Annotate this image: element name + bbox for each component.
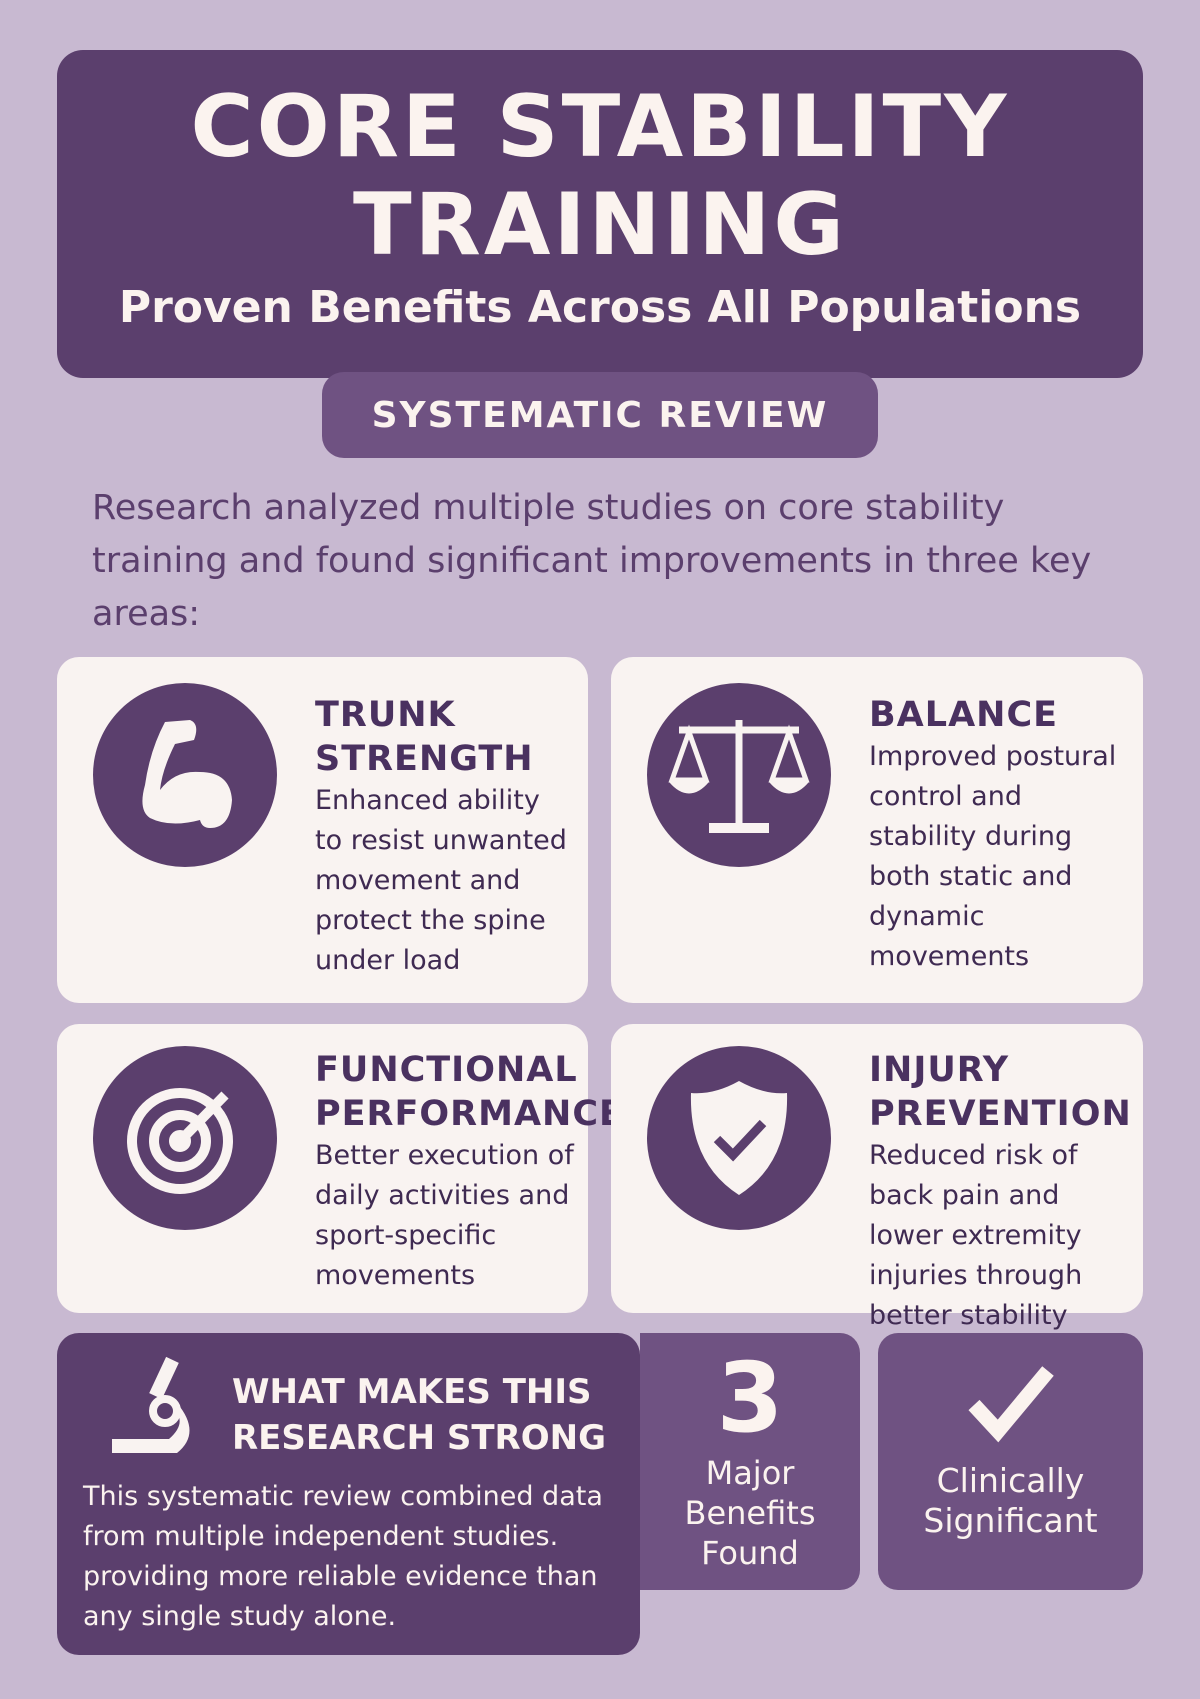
card-functional-performance: FUNCTIONAL PERFORMANCE Better execution … [57,1024,624,1313]
stat-label: Major Benefits Found [684,1454,816,1572]
title-line-1: CORE STABILITY [190,77,1010,177]
subtitle: Proven Benefits Across All Populations [118,282,1082,333]
card-description: Enhanced ability to resist unwanted move… [315,785,567,976]
header-banner: CORE STABILITY TRAINING Proven Benefits … [57,50,1143,378]
systematic-review-badge: SYSTEMATIC REVIEW [322,372,878,458]
card-title: PREVENTION [869,1094,1132,1134]
card-title: INJURY [869,1050,1010,1090]
card-title: BALANCE [869,695,1059,735]
scale-icon [647,683,831,867]
main-title: CORE STABILITY TRAINING [57,78,1143,274]
research-strength-box: WHAT MAKES THIS RESEARCH STRONG This sys… [57,1333,640,1655]
flexed-arm-icon [93,683,277,867]
card-injury-prevention: INJURY PREVENTION Reduced risk of back p… [611,1024,1143,1331]
shield-check-icon [647,1046,831,1230]
card-description: Improved postural control and stability … [869,741,1117,972]
card-description: Better execution of daily activities and… [315,1140,574,1291]
intro-text: Research analyzed multiple studies on co… [92,488,1092,634]
strength-title: RESEARCH STRONG [232,1418,606,1458]
card-title: STRENGTH [315,739,534,779]
card-trunk-strength: TRUNK STRENGTH Enhanced ability to resis… [57,657,588,1003]
microscope-icon [107,1353,207,1467]
stat-value: 3 [716,1342,784,1454]
checkmark-icon [878,1363,1143,1447]
title-line-2: TRAINING [353,175,847,275]
stat-label: Clinically Significant [923,1461,1098,1540]
card-title: TRUNK [315,695,456,735]
stat-major-benefits: 3 Major Benefits Found [640,1333,860,1590]
card-balance: BALANCE Improved postural control and st… [611,657,1143,1003]
stat-clinically-significant: Clinically Significant [878,1333,1143,1590]
target-icon [93,1046,277,1230]
card-title: PERFORMANCE [315,1094,624,1134]
card-description: Reduced risk of back pain and lower extr… [869,1140,1083,1331]
strength-title: WHAT MAKES THIS [232,1372,592,1412]
card-title: FUNCTIONAL [315,1050,578,1090]
strength-description: This systematic review combined data fro… [83,1481,603,1632]
